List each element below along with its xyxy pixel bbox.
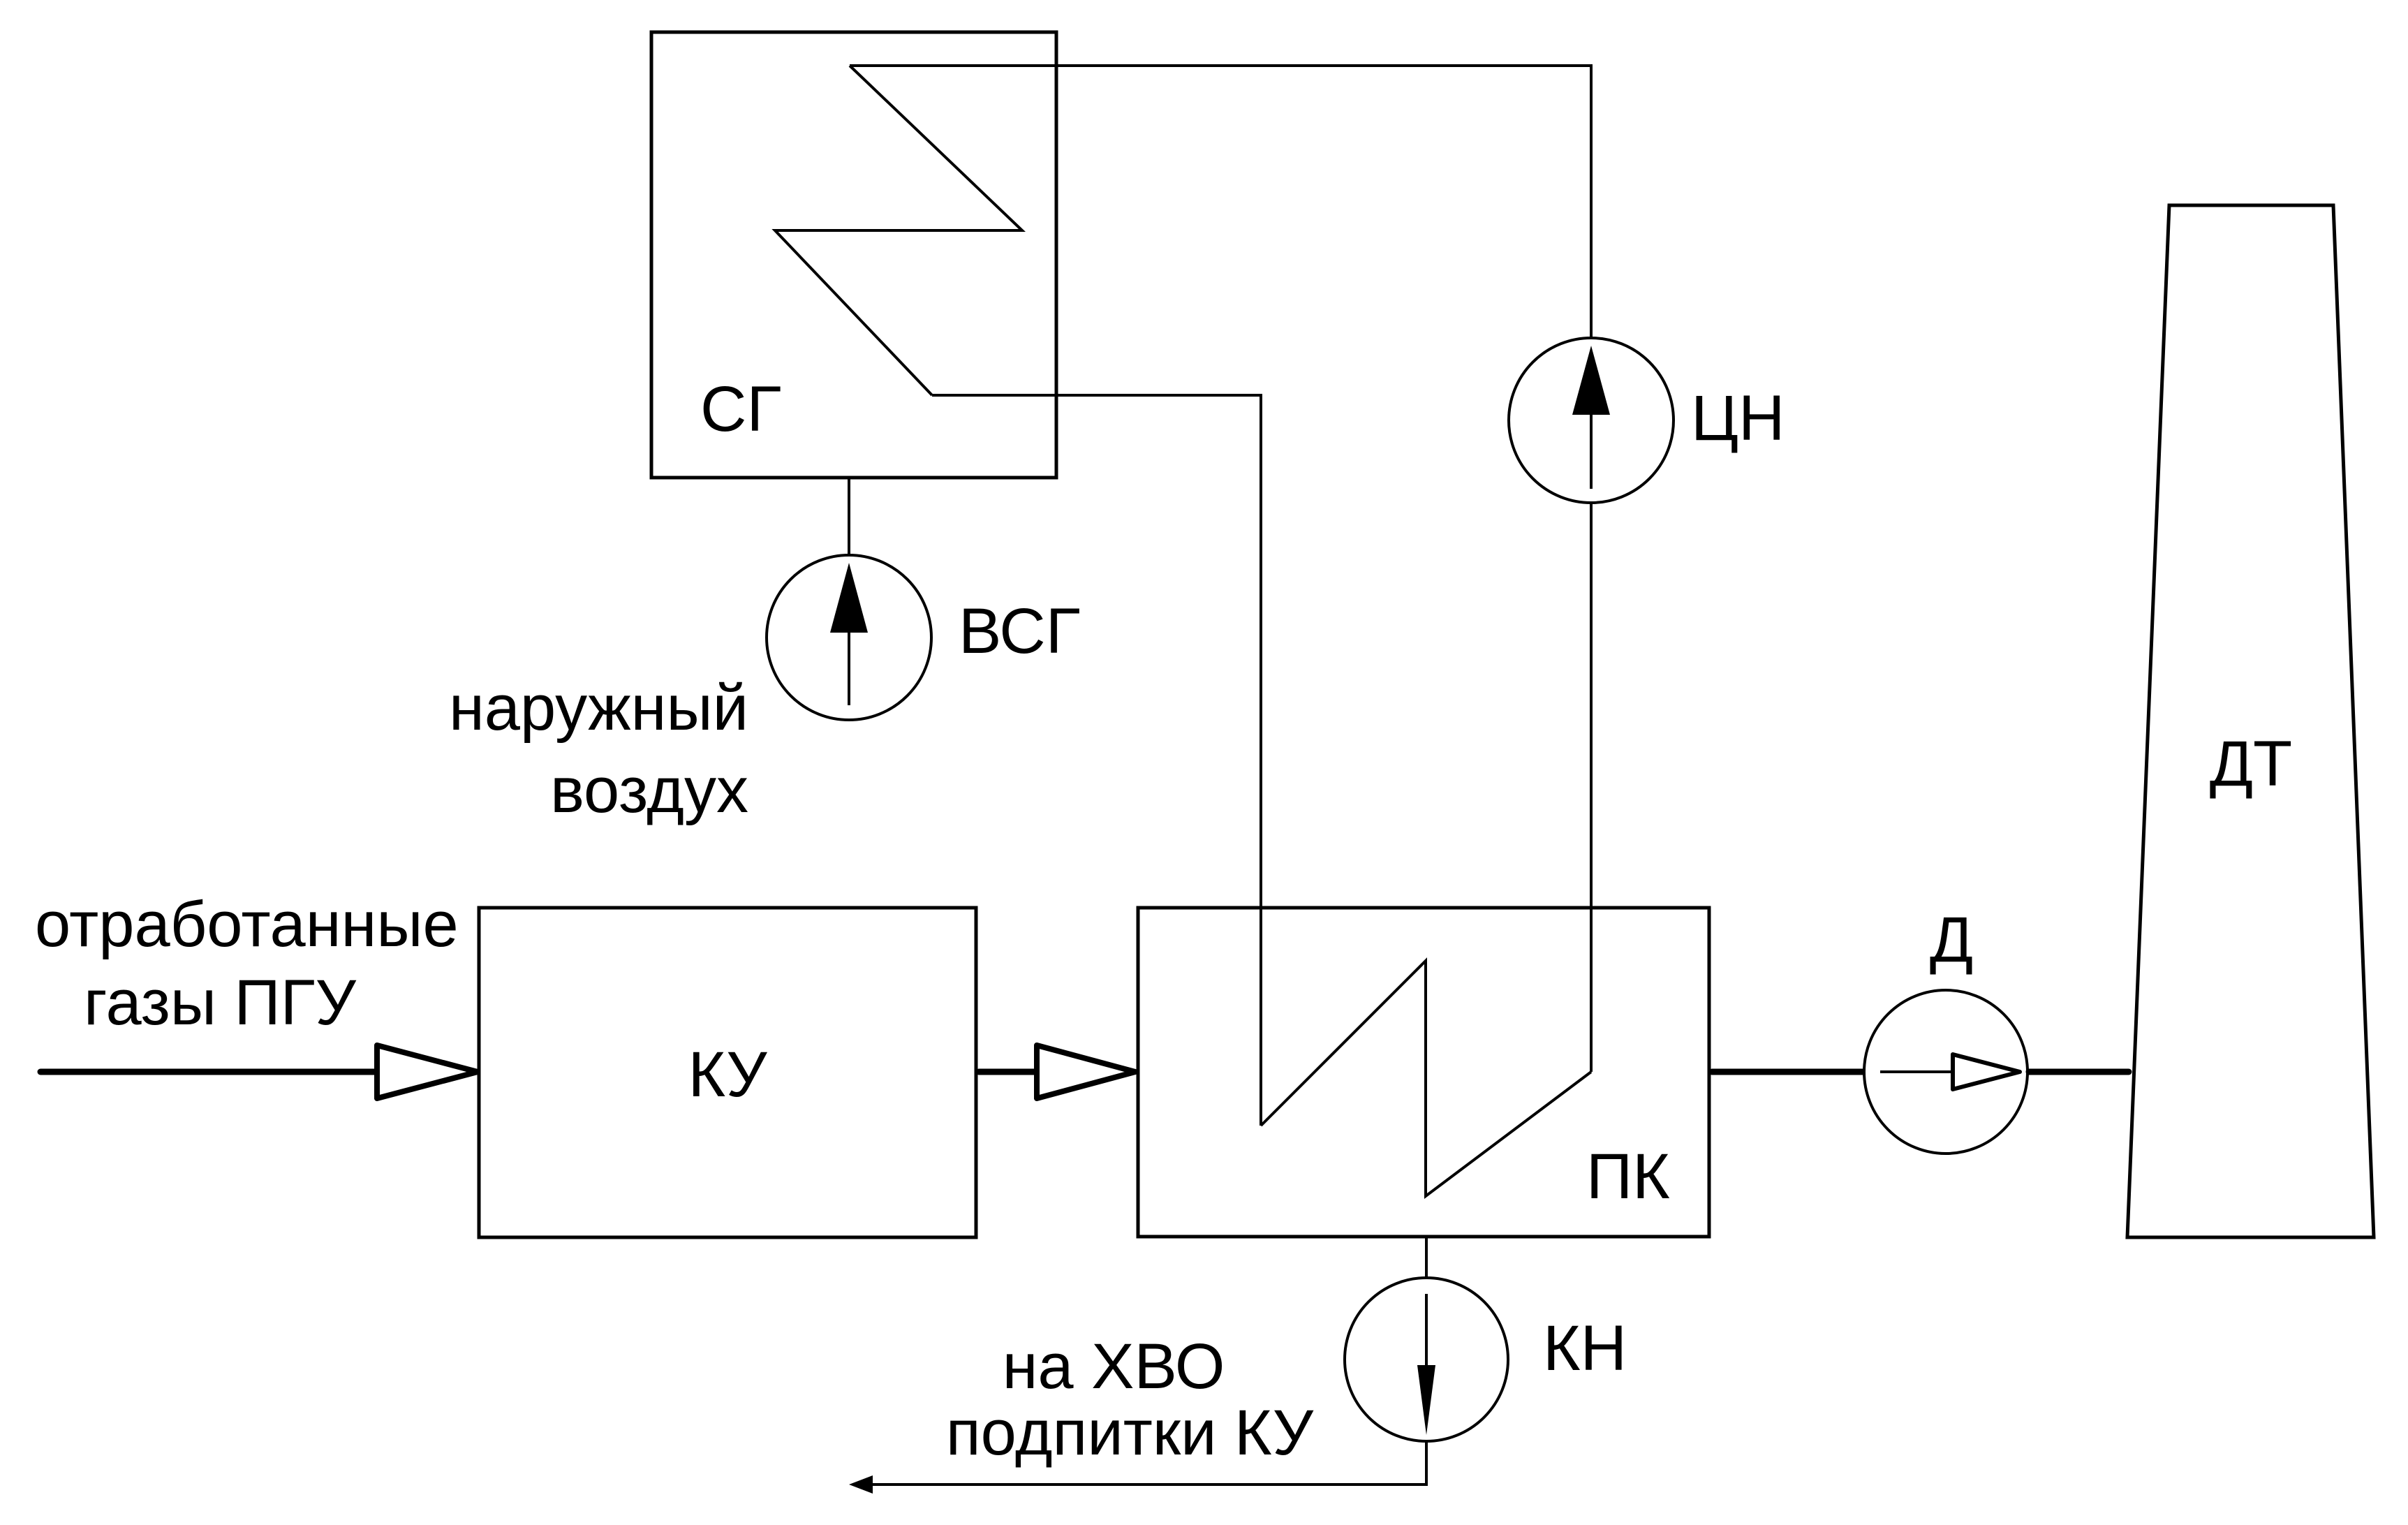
exhauster: Д: [1863, 904, 2029, 1155]
pipe-dryer-to-condensing-heater: [932, 394, 1262, 1126]
dryer-fan-label: ВСГ: [959, 596, 1081, 667]
water-treatment-label-line1: на ХВО: [1003, 1331, 1225, 1402]
dryer-fan: ВСГ: [765, 554, 1081, 721]
condensing-heater-coil: [1260, 957, 1593, 1200]
condensate-pump-label: КН: [1543, 1313, 1627, 1384]
arrow-up-icon: [830, 563, 868, 633]
smoke-stack-label: ДТ: [2210, 728, 2293, 800]
gas-dryer-box: [649, 30, 1058, 480]
arrow-right-icon: [1951, 1052, 2022, 1091]
pipe-dryer-to-circ-pump: [850, 64, 1593, 338]
arrow-up-icon: [1572, 346, 1610, 415]
condensate-pump: КН: [1343, 1276, 1627, 1443]
smoke-stack-shape: [2125, 203, 2376, 1239]
flow-arrow-icon: [374, 1043, 480, 1101]
condensing-heater-label: ПК: [1586, 1141, 1670, 1212]
circulation-pump-label: ЦН: [1691, 383, 1785, 454]
exhauster-label: Д: [1930, 904, 1973, 975]
outside-air-label-line1: наружный: [449, 672, 748, 744]
gas-dryer-label: СГ: [700, 374, 781, 445]
water-treatment-label-line2: подпитки КУ: [946, 1397, 1314, 1468]
gas-dryer: СГ: [649, 30, 1058, 480]
waste-heat-boiler-label: КУ: [688, 1039, 767, 1110]
waste-heat-boiler: КУ: [477, 906, 978, 1239]
outside-air-label-line2: воздух: [550, 755, 748, 826]
flow-arrow-icon: [1034, 1043, 1138, 1101]
arrow-left-icon: [849, 1475, 873, 1494]
pipe-to-water-treatment: [866, 1441, 1428, 1486]
inlet-gas-label-line1: отработанные: [35, 889, 459, 960]
smoke-stack: ДТ: [2125, 203, 2376, 1239]
condensing-heater: ПК: [1136, 906, 1711, 1239]
arrow-down-icon: [1417, 1365, 1435, 1435]
gas-dryer-coil: [771, 64, 1026, 397]
circulation-pump: ЦН: [1507, 337, 1785, 504]
inlet-gas-label-line2: газы ПГУ: [84, 967, 356, 1038]
